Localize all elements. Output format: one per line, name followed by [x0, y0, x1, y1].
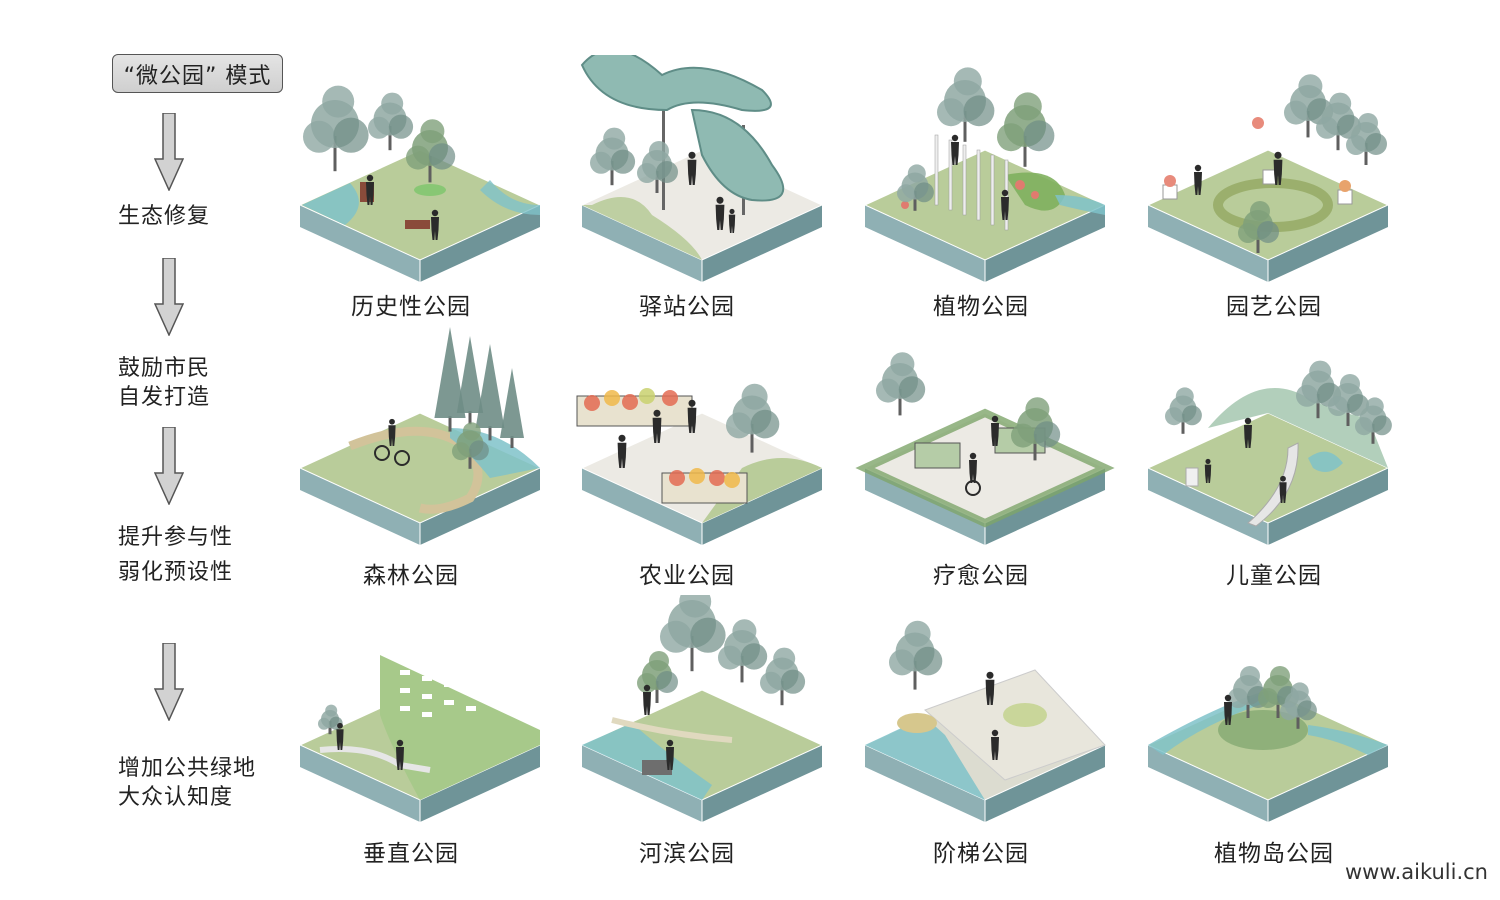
- park-label: 儿童公园: [1226, 563, 1322, 589]
- park-label: 园艺公园: [1226, 294, 1322, 320]
- terrace-park-icon: [855, 595, 1115, 822]
- mode-title: “微公园” 模式: [123, 63, 272, 89]
- step-line: 提升参与性: [118, 525, 234, 550]
- park-label: 农业公园: [639, 563, 735, 589]
- step-participation: 提升参与性 弱化预设性: [118, 523, 233, 587]
- park-label: 疗愈公园: [933, 563, 1029, 589]
- vertical-park-icon: [290, 595, 550, 822]
- park-label: 垂直公园: [363, 841, 459, 867]
- park-label: 阶梯公园: [933, 841, 1029, 867]
- horticulture-park-icon: [1138, 55, 1398, 282]
- step-line: 增加公共绿地: [118, 756, 257, 781]
- forest-park-icon: [290, 318, 550, 545]
- agriculture-park-icon: [572, 318, 832, 545]
- step-line: 大众认知度: [118, 785, 234, 810]
- mode-title-box: “微公园” 模式: [112, 54, 283, 93]
- park-label: 植物岛公园: [1214, 841, 1334, 867]
- park-label: 森林公园: [363, 563, 459, 589]
- botanical-park-icon: [855, 55, 1115, 282]
- historic-park-icon: [290, 55, 550, 282]
- down-arrow-icon: [154, 113, 184, 191]
- park-label: 驿站公园: [639, 294, 735, 320]
- step-line: 自发打造: [118, 385, 211, 410]
- down-arrow-icon: [154, 258, 184, 336]
- step-line: 生态修复: [118, 204, 211, 229]
- step-ecological-restoration: 生态修复: [118, 202, 210, 231]
- step-encourage-citizens: 鼓励市民 自发打造: [118, 354, 210, 412]
- down-arrow-icon: [154, 427, 184, 505]
- down-arrow-icon: [154, 643, 184, 721]
- children-park-icon: [1138, 318, 1398, 545]
- step-line: 鼓励市民: [118, 356, 211, 381]
- riverside-park-icon: [572, 585, 832, 822]
- watermark: www.aikuli.cn: [1344, 860, 1488, 884]
- park-label: 历史性公园: [351, 294, 471, 320]
- step-line: 弱化预设性: [118, 560, 234, 585]
- step-green-space: 增加公共绿地 大众认知度: [118, 754, 256, 812]
- station-park-icon: [572, 48, 832, 282]
- park-label: 河滨公园: [639, 841, 735, 867]
- plant-island-park-icon: [1138, 595, 1398, 822]
- park-label: 植物公园: [933, 294, 1029, 320]
- healing-park-icon: [855, 318, 1115, 545]
